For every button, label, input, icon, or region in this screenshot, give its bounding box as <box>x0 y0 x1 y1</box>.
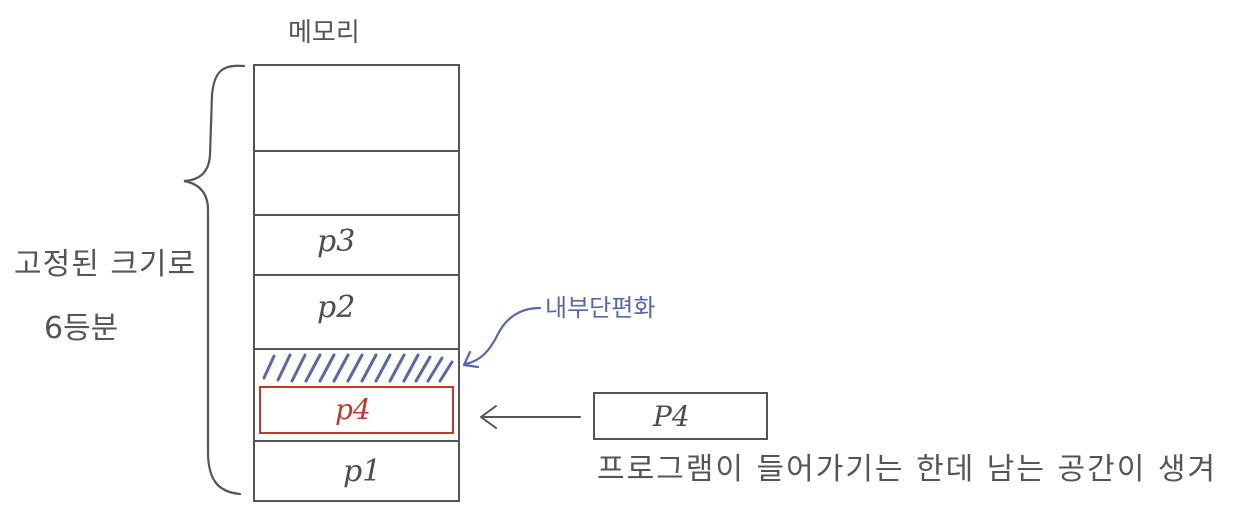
partition-label-p1: p1 <box>343 454 382 489</box>
partition-label-p4: p4 <box>335 393 371 426</box>
partition-label-p2: p2 <box>317 290 356 325</box>
partition-divider <box>255 150 458 152</box>
fragment-arrowhead <box>462 350 480 369</box>
allocated-process-p4: p4 <box>259 386 454 434</box>
incoming-process-label: P4 <box>653 400 690 433</box>
incoming-process-box: P4 <box>593 392 768 440</box>
partition-label-p3: p3 <box>317 224 356 259</box>
partition-divider <box>255 348 458 350</box>
side-label-line1: 고정된 크기로 <box>14 247 197 282</box>
fragment-arrow <box>464 306 542 366</box>
insert-arrowhead <box>480 405 497 429</box>
curly-brace <box>183 64 246 496</box>
partition-divider <box>255 440 458 442</box>
fragmentation-hatch <box>262 353 454 383</box>
partition-divider <box>255 274 458 276</box>
explanation-note: 프로그램이 들어가기는 한데 남는 공간이 생겨 <box>597 452 1218 487</box>
side-label-line2: 6등분 <box>44 311 119 346</box>
memory-title: 메모리 <box>288 18 360 48</box>
memory-block: p3 p2 p4 p1 <box>253 64 460 502</box>
internal-fragmentation-label: 내부단편화 <box>545 294 656 322</box>
partition-divider <box>255 214 458 216</box>
